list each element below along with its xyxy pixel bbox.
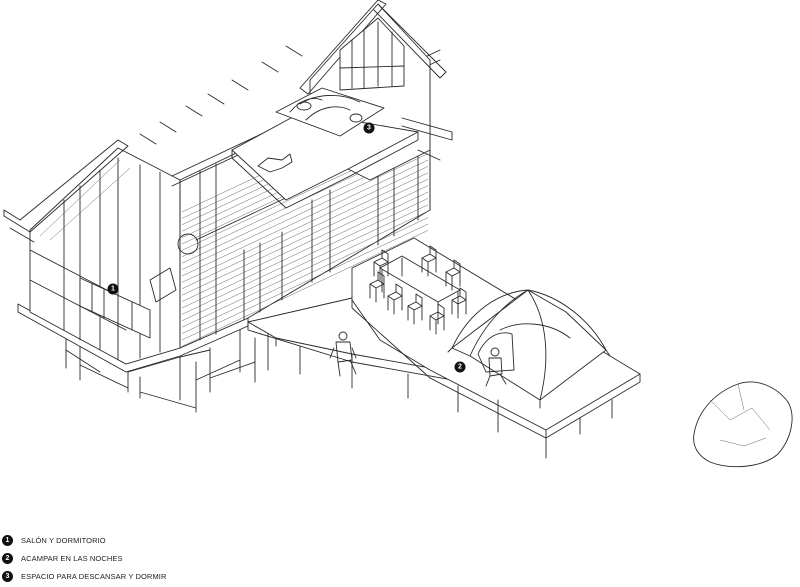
cabin-stilts [39, 321, 256, 413]
legend-item-1: 1 SALÓN Y DORMITORIO [2, 533, 167, 548]
marker-3-number: 3 [367, 125, 371, 132]
siding-board [181, 178, 429, 296]
tent [447, 289, 611, 409]
legend-number-3: 3 [2, 571, 13, 582]
siding-board [181, 223, 429, 341]
marker-2: 2 [454, 361, 466, 373]
loft-deck [231, 87, 453, 209]
siding-board [181, 210, 429, 328]
legend: 1 SALÓN Y DORMITORIO 2 ACAMPAR EN LAS NO… [2, 533, 167, 587]
rock [693, 381, 793, 468]
marker-3: 3 [363, 122, 375, 134]
chair [407, 293, 423, 325]
salon-dormitorio-area [79, 233, 199, 339]
seated-person [329, 331, 357, 377]
chair [445, 259, 461, 291]
loft-mattress [275, 87, 385, 137]
siding-board [181, 159, 429, 277]
chair [373, 249, 389, 281]
siding-board [181, 185, 429, 302]
siding-board [181, 191, 429, 309]
tent-person-head [490, 347, 500, 357]
marker-1: 1 [107, 283, 119, 295]
legend-label-2: ACAMPAR EN LAS NOCHES [21, 554, 123, 563]
chair [421, 245, 437, 277]
siding-board [181, 198, 429, 315]
marker-1-number: 1 [111, 286, 115, 293]
legend-label-3: ESPACIO PARA DESCANSAR Y DORMIR [21, 572, 167, 581]
chair [387, 283, 403, 315]
cabin-left-gable [3, 139, 181, 365]
siding-board [181, 204, 429, 322]
marker-2-number: 2 [458, 364, 462, 371]
siding-board [181, 217, 429, 334]
dog-figure [257, 153, 293, 173]
legend-item-3: 3 ESPACIO PARA DESCANSAR Y DORMIR [2, 569, 167, 584]
dining-table-set [369, 245, 467, 335]
legend-item-2: 2 ACAMPAR EN LAS NOCHES [2, 551, 167, 566]
chair [451, 287, 467, 319]
legend-label-1: SALÓN Y DORMITORIO [21, 536, 106, 545]
chair [369, 271, 385, 303]
legend-number-2: 2 [2, 553, 13, 564]
siding-board [181, 153, 429, 270]
chair [429, 303, 445, 335]
siding-board [181, 230, 429, 347]
chairs [369, 245, 467, 335]
legend-number-1: 1 [2, 535, 13, 546]
siding-board [181, 172, 429, 290]
siding-board [181, 166, 429, 283]
